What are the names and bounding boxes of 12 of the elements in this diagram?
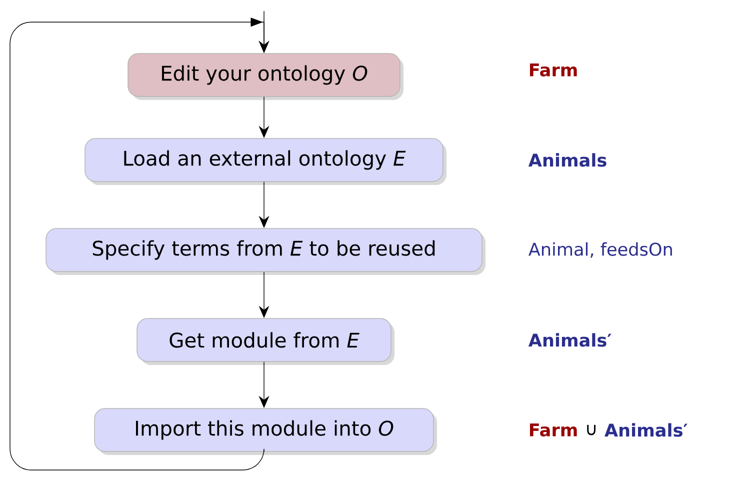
process-box: Get module from E <box>136 318 395 365</box>
label-text: Animals′ <box>528 333 612 347</box>
label-text: Animals′ <box>604 423 688 437</box>
process-box: Load an external ontology E <box>84 138 447 186</box>
label-text: ∪ <box>587 424 596 436</box>
label-text: Farm <box>530 63 577 77</box>
label-text: Farm <box>530 423 577 437</box>
label-text: Animals <box>528 153 606 167</box>
process-box: Edit your ontology O <box>128 53 404 100</box>
process-box: Specify terms from E to be reused <box>46 228 486 276</box>
process-box: Import this module into O <box>94 408 438 456</box>
label-text: Animal, feedsOn <box>528 242 672 258</box>
